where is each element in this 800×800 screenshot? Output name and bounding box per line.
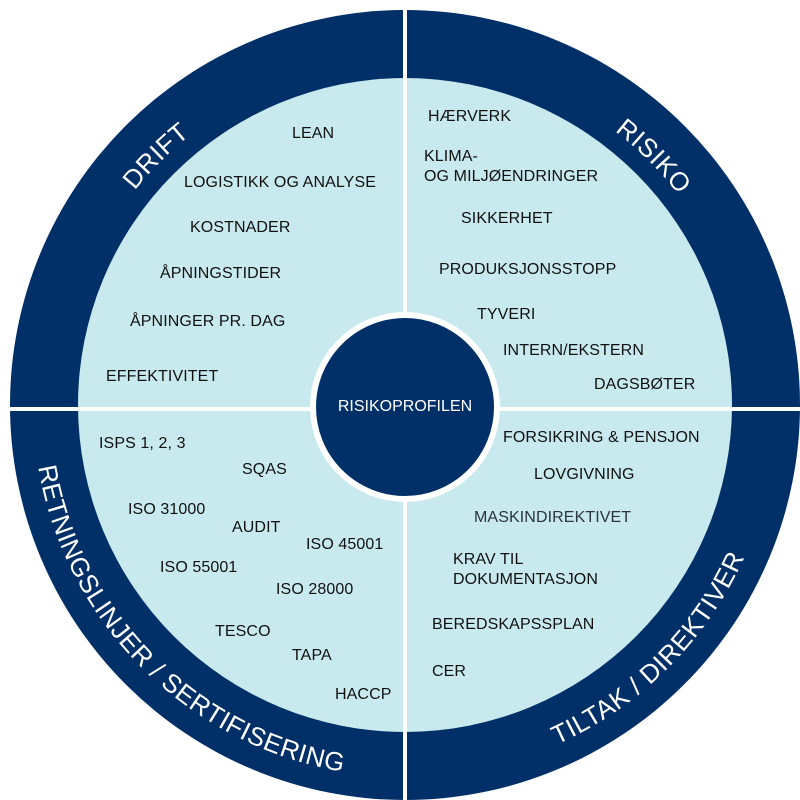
tiltak-item: BEREDSKAPSSPLAN [432, 616, 595, 633]
risiko-item: INTERN/EKSTERN [503, 342, 644, 359]
retningslinjer-item: SQAS [242, 461, 287, 478]
drift-item: EFFEKTIVITET [106, 368, 219, 385]
drift-item: ÅPNINGER PR. DAG [130, 313, 286, 330]
risiko-item: DAGSBØTER [594, 376, 696, 393]
retningslinjer-item: ISO 55001 [160, 559, 238, 576]
drift-item: LEAN [292, 125, 335, 142]
retningslinjer-item: ISO 28000 [276, 581, 354, 598]
retningslinjer-item: ISPS 1, 2, 3 [99, 435, 186, 452]
retningslinjer-item: HACCP [335, 686, 392, 703]
risiko-item: HÆRVERK [428, 108, 512, 125]
tiltak-item: FORSIKRING & PENSJON [503, 429, 700, 446]
center-circle [310, 312, 500, 502]
risiko-item: OG MILJØENDRINGER [424, 168, 599, 185]
retningslinjer-item: TAPA [292, 647, 332, 664]
retningslinjer-item: TESCO [215, 623, 271, 640]
drift-item: KOSTNADER [190, 219, 291, 236]
drift-item: ÅPNINGSTIDER [160, 265, 282, 282]
tiltak-item: DOKUMENTASJON [453, 571, 599, 588]
tiltak-item: KRAV TIL [453, 551, 524, 568]
tiltak-item: CER [432, 663, 467, 680]
retningslinjer-item: AUDIT [232, 519, 281, 536]
retningslinjer-item: ISO 31000 [128, 501, 206, 518]
tiltak-item: LOVGIVNING [534, 466, 635, 483]
risiko-item: SIKKERHET [461, 210, 553, 227]
risiko-item: KLIMA- [424, 148, 478, 165]
tiltak-item: MASKINDIREKTIVET [474, 509, 632, 526]
risiko-item: PRODUKSJONSSTOPP [439, 261, 617, 278]
risiko-item: TYVERI [477, 306, 536, 323]
center-label: RISIKOPROFILEN [337, 398, 473, 415]
retningslinjer-item: ISO 45001 [306, 536, 384, 553]
drift-item: LOGISTIKK OG ANALYSE [184, 174, 376, 191]
